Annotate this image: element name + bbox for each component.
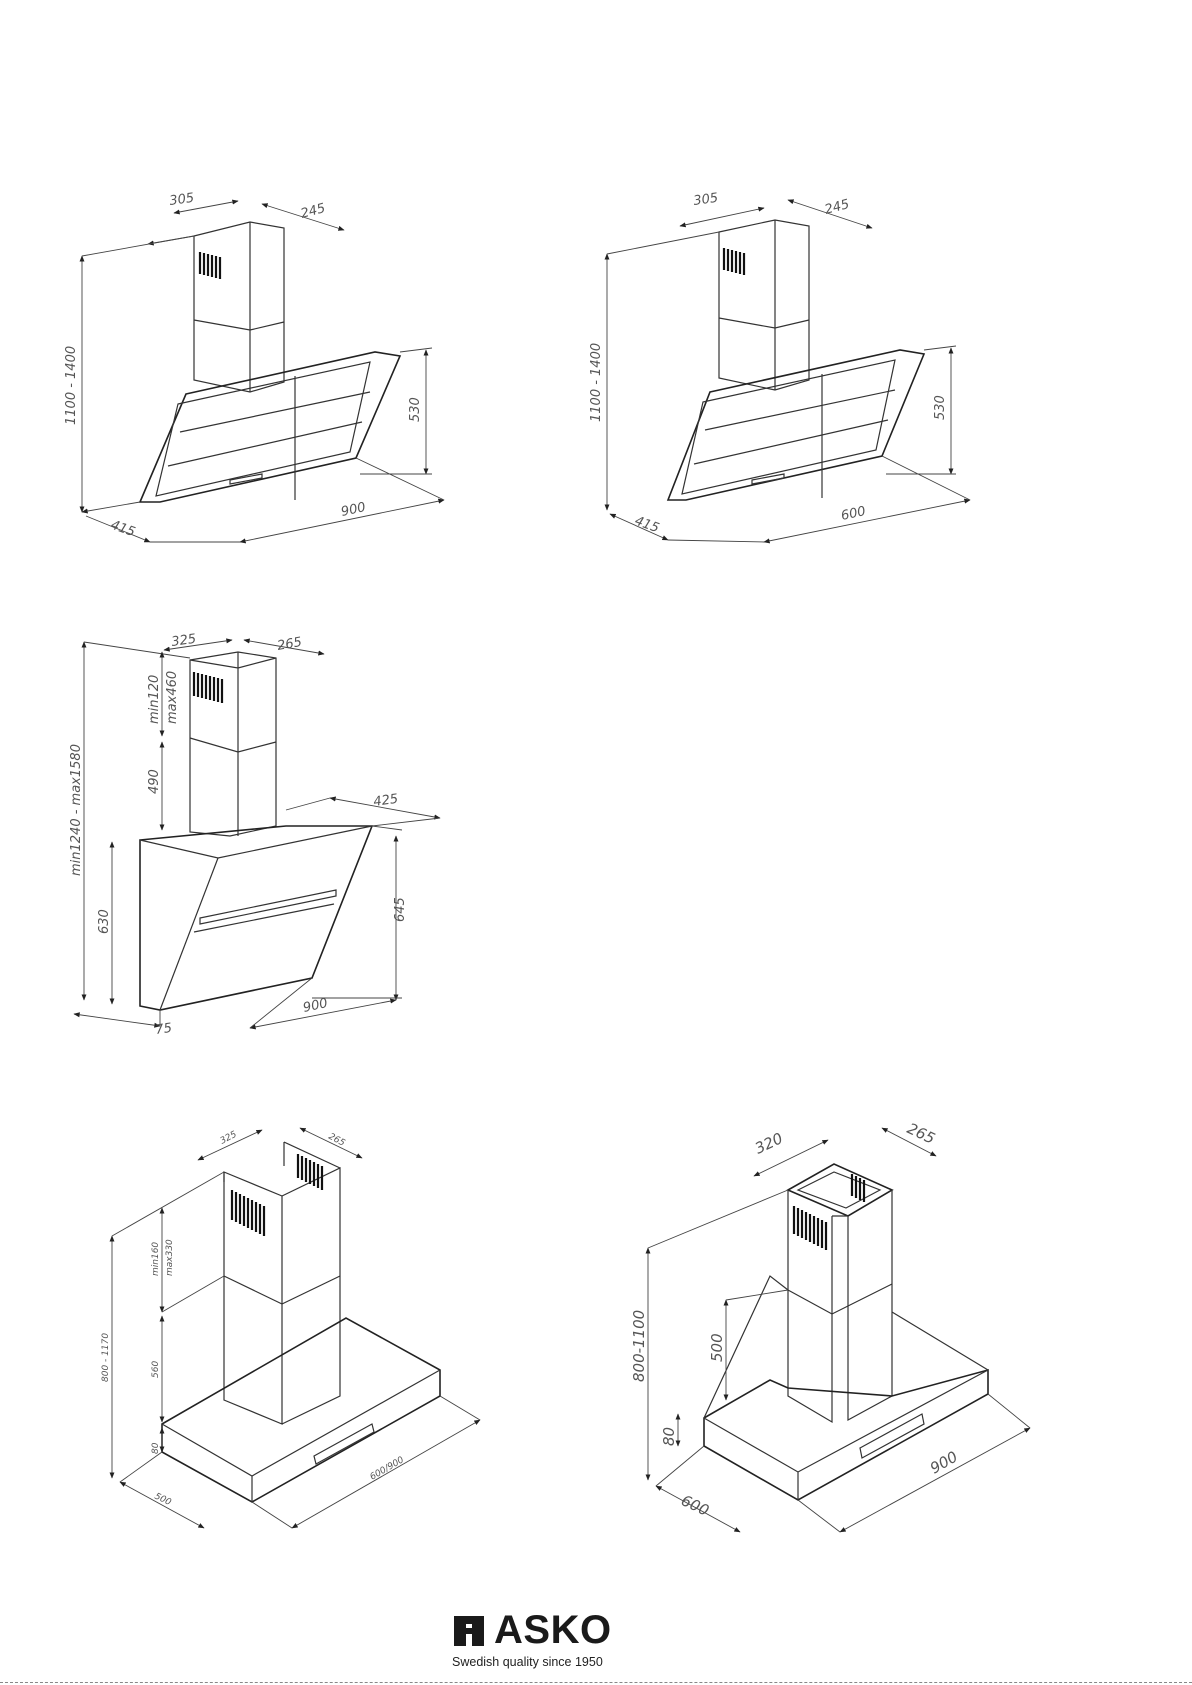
- dim-chimney-top-max: max330: [165, 1239, 175, 1276]
- vent-slots-icon: [724, 248, 744, 275]
- dim-front-height: 630: [97, 909, 112, 934]
- vent-slots-icon: [232, 1190, 264, 1236]
- dim-chimney-depth: 265: [904, 1119, 938, 1147]
- dim-height: 1100 - 1400: [64, 346, 79, 425]
- vent-slots-icon: [194, 672, 222, 703]
- dim-chimney-top-min: min160: [151, 1242, 161, 1276]
- dim-chimney-top-min: min120: [147, 675, 162, 724]
- drawing-angled-hood-900: 305 245 1100 - 1400 530 415 900: [64, 191, 444, 542]
- vent-slots-icon: [200, 252, 220, 279]
- dim-base-offset: 75: [154, 1021, 172, 1038]
- dim-chimney-top-max: max460: [165, 671, 180, 724]
- dim-chimney-depth: 245: [823, 197, 851, 218]
- brand-logo: ASKO Swedish quality since 1950: [452, 1608, 642, 1670]
- dim-canopy-depth: 425: [372, 792, 399, 810]
- dim-chimney-width: 305: [692, 191, 719, 209]
- dim-chimney-width: 305: [168, 191, 195, 209]
- dim-chimney-lower: 490: [147, 769, 162, 794]
- dim-width: 600: [840, 504, 867, 524]
- dim-height: 800 - 1170: [101, 1333, 111, 1382]
- dim-chimney-depth: 265: [327, 1132, 347, 1149]
- brand-name: ASKO: [494, 1608, 612, 1652]
- dim-chimney-width: 325: [170, 632, 197, 650]
- vent-slots-icon: [794, 1206, 826, 1250]
- dim-chimney-depth: 245: [299, 201, 327, 222]
- drawing-slanted-hood-900: 325 265 min120 max460 490 min1240 - max1…: [69, 632, 440, 1038]
- page-edge-divider: [0, 1682, 1192, 1683]
- dim-width: 600/900: [369, 1455, 407, 1482]
- dim-height: min1240 - max1580: [69, 744, 84, 876]
- dim-chimney-lower: 500: [708, 1333, 726, 1362]
- dim-chimney-width: 320: [752, 1129, 786, 1157]
- dim-height: 1100 - 1400: [589, 343, 604, 422]
- dim-chimney-lower: 560: [151, 1361, 161, 1378]
- dim-height: 800-1100: [630, 1310, 648, 1382]
- dim-depth: 600: [678, 1491, 712, 1519]
- dim-canopy-height: 80: [151, 1442, 161, 1454]
- drawing-box-hood-600-900: 325 265 min160 max330 560 800 - 1170 80 …: [101, 1128, 480, 1528]
- vent-slots-icon: [852, 1174, 864, 1202]
- dim-chimney-depth: 265: [276, 635, 303, 654]
- vent-slots-icon: [298, 1154, 322, 1190]
- dim-depth: 415: [633, 514, 661, 537]
- drawing-box-hood-900: 320 265 800-1100 500 80 600 900: [630, 1119, 1030, 1532]
- dim-chimney-width: 325: [219, 1130, 239, 1147]
- drawing-angled-hood-600: 305 245 1100 - 1400 530 415 600: [589, 191, 970, 542]
- dim-canopy-height: 530: [408, 397, 423, 422]
- dim-depth: 415: [109, 518, 137, 541]
- dim-back-height: 645: [393, 897, 408, 922]
- dim-width: 900: [927, 1448, 961, 1478]
- dim-width: 900: [302, 996, 329, 1016]
- dim-canopy-height: 80: [660, 1427, 678, 1446]
- dim-canopy-height: 530: [933, 395, 948, 420]
- brand-tagline: Swedish quality since 1950: [452, 1655, 603, 1669]
- asko-logo-icon: [452, 1614, 486, 1648]
